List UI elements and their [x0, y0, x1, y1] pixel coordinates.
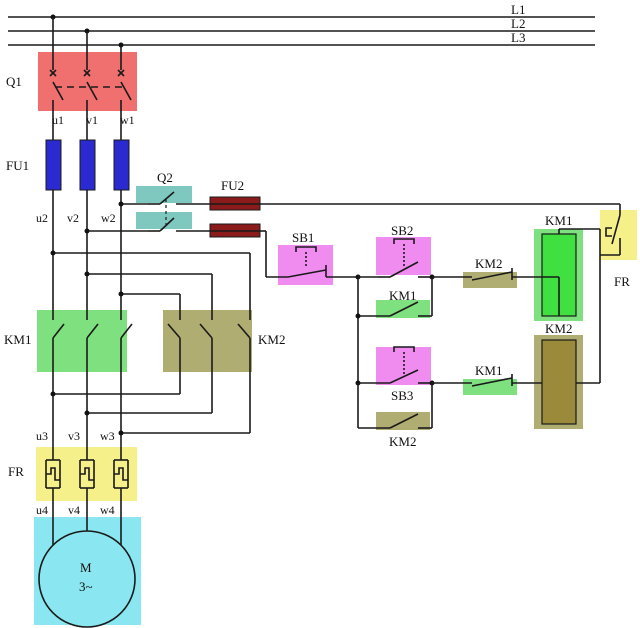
label-motor-phase: 3~	[79, 579, 93, 594]
label-km2-hold: KM2	[389, 434, 416, 449]
main-circuit-wiring	[45, 17, 251, 550]
label-fr-main: FR	[8, 464, 24, 479]
label-km1-hold: KM1	[389, 288, 416, 303]
fuse-fu1-w	[113, 139, 130, 191]
label-q1: Q1	[6, 74, 22, 89]
label-km1-main: KM1	[4, 332, 31, 347]
label-w2: w2	[101, 211, 116, 225]
motor-icon	[38, 530, 136, 628]
label-fu1: FU1	[6, 158, 29, 173]
three-phase-bus: L1 L2 L3	[8, 2, 595, 48]
label-w3: w3	[100, 429, 115, 443]
fuse-fu1-u	[45, 139, 62, 191]
label-sb3: SB3	[391, 388, 413, 403]
bus-label-l1: L1	[511, 2, 525, 17]
label-sb1: SB1	[292, 230, 314, 245]
switch-q2-block-lower	[136, 212, 192, 229]
label-km1-coil: KM1	[545, 213, 572, 228]
contactor-km2-main-block	[163, 310, 252, 372]
control-circuit-wiring	[148, 191, 621, 429]
label-fr-control: FR	[614, 274, 630, 289]
label-q2: Q2	[157, 170, 173, 185]
label-km2-coil: KM2	[545, 321, 572, 336]
label-w4: w4	[100, 503, 115, 517]
label-km1-interlock: KM1	[475, 363, 502, 378]
label-fu2: FU2	[221, 178, 244, 193]
km2-coil	[541, 339, 577, 425]
label-motor: M	[80, 560, 92, 575]
label-u1: u1	[52, 113, 64, 127]
label-u2: u2	[36, 211, 48, 225]
label-km2-interlock: KM2	[475, 256, 502, 271]
label-km2-main: KM2	[258, 332, 285, 347]
label-v3: v3	[68, 429, 80, 443]
bus-label-l3: L3	[511, 30, 525, 45]
km1-interlock-contact-block	[463, 379, 517, 395]
label-u3: u3	[36, 429, 48, 443]
component-labels: Q1 u1 v1 w1 FU1 u2 v2 w2 Q2 FU2 KM1 KM2 …	[4, 74, 630, 594]
km2-interlock-contact-block	[463, 272, 517, 288]
bus-label-l2: L2	[511, 16, 525, 31]
label-w1: w1	[120, 113, 135, 127]
label-v1: v1	[86, 113, 98, 127]
contactor-km1-main-block	[37, 310, 127, 372]
label-v2: v2	[67, 211, 79, 225]
fuse-fu1-v	[79, 139, 96, 191]
label-u4: u4	[36, 503, 48, 517]
switch-q2-block-upper	[136, 186, 192, 203]
label-v4: v4	[68, 503, 80, 517]
label-sb2: SB2	[391, 223, 413, 238]
